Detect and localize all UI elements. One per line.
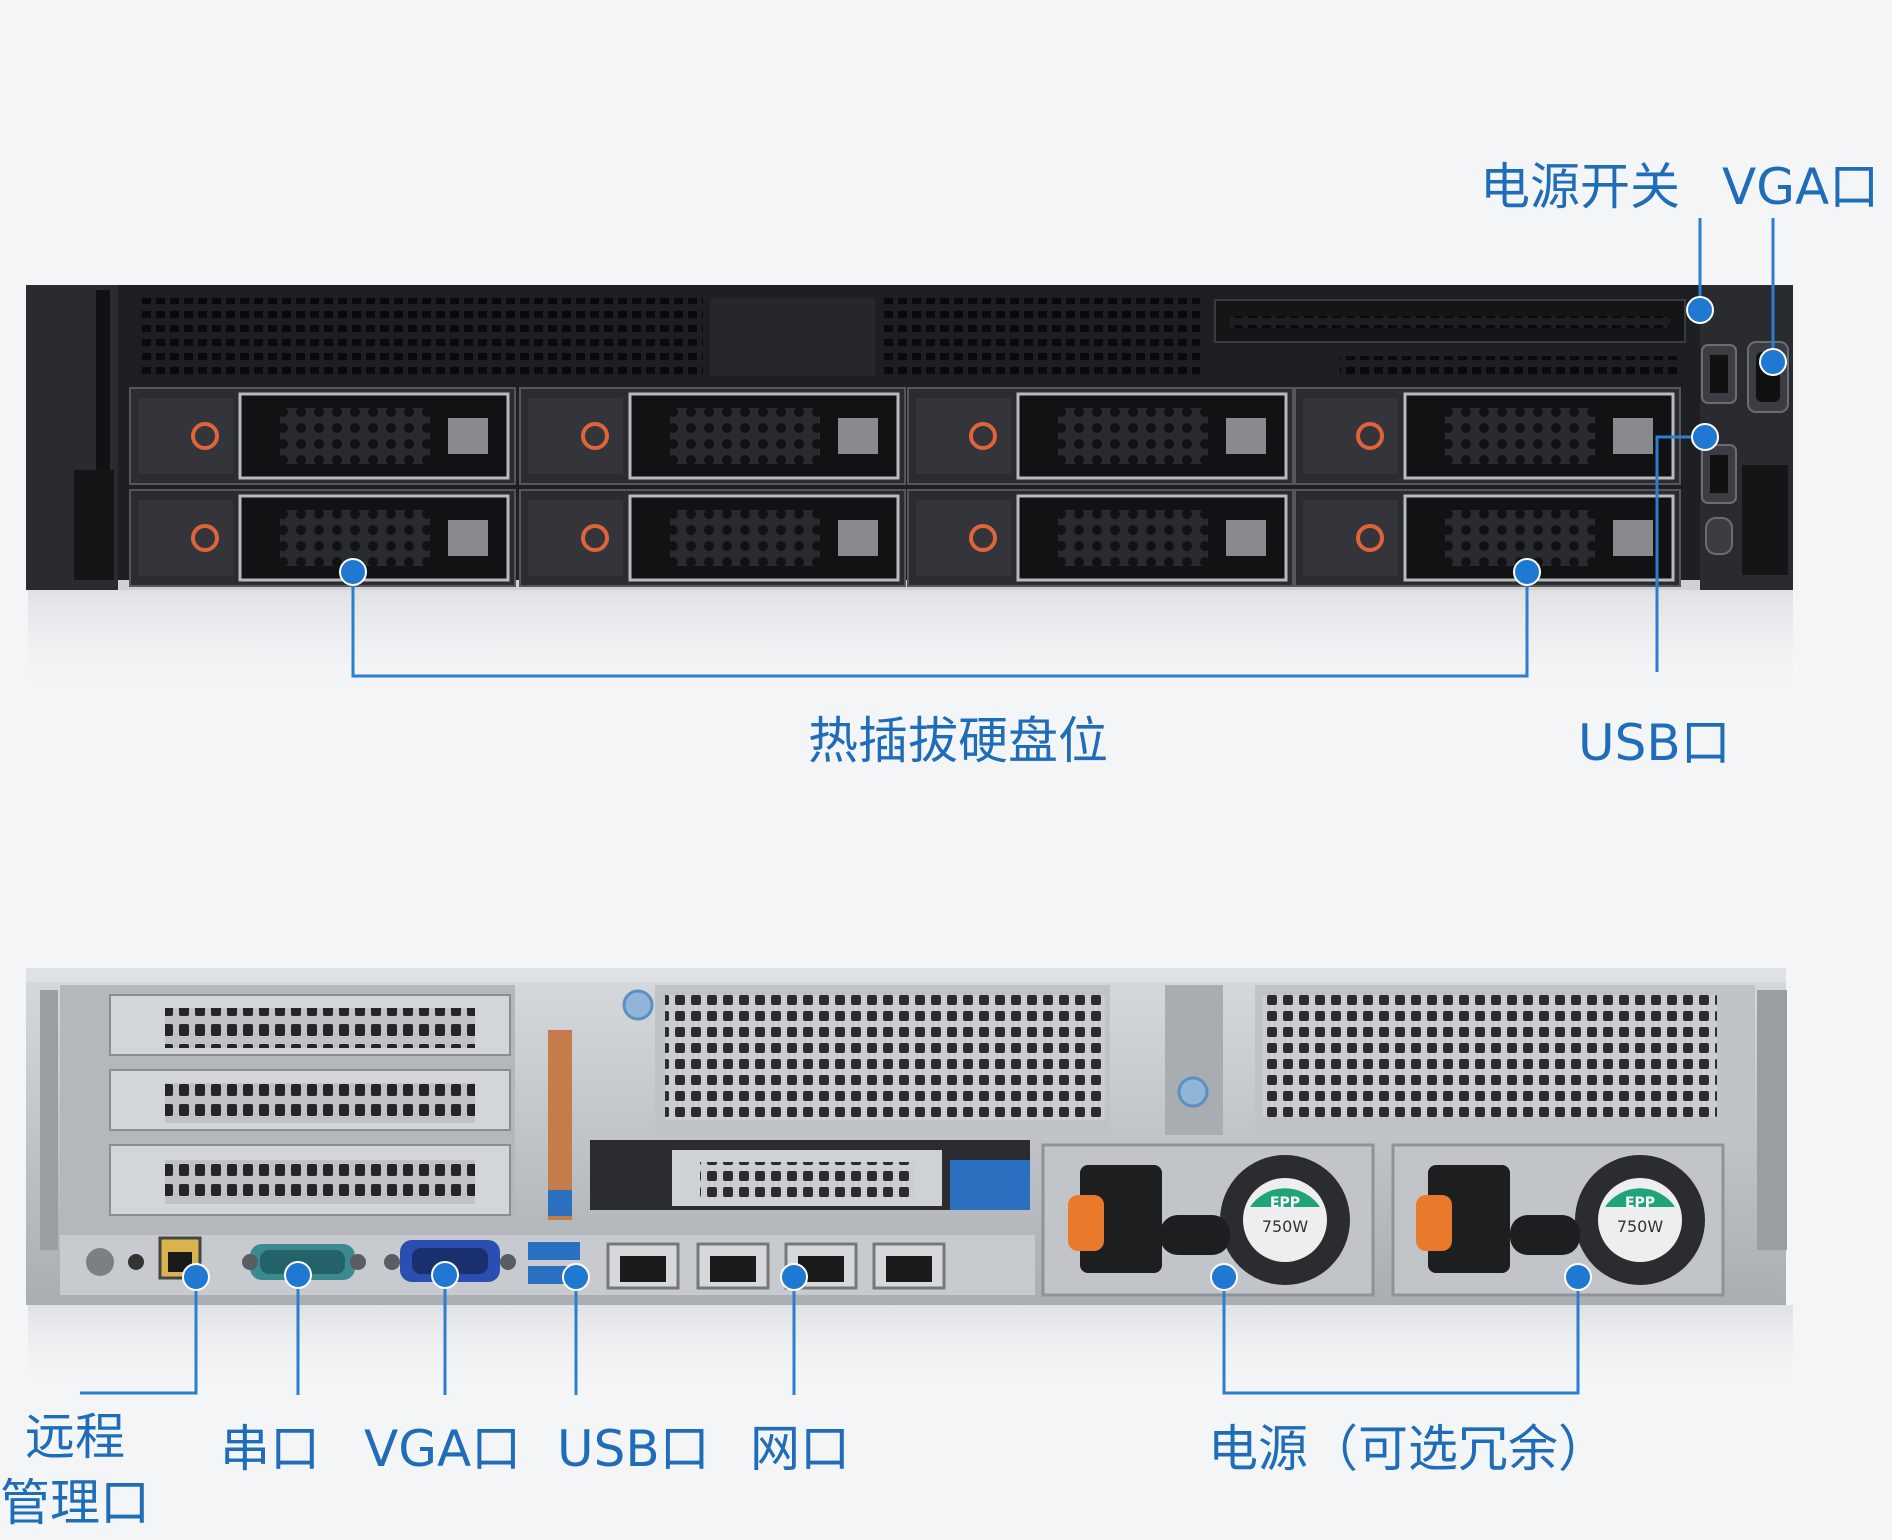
callout-hotswap: [351, 572, 1529, 678]
drive-bays: [129, 387, 1681, 587]
callout-remote-mgmt: [80, 1277, 198, 1395]
label-remote-mgmt-line2: 管理口: [0, 1474, 150, 1532]
label-network: 网口: [750, 1420, 850, 1478]
psu-badge-brand-1: EPP: [1270, 1195, 1300, 1211]
label-usb-front: USB口: [1578, 714, 1731, 772]
psu-badge-wattage-1: 750W: [1262, 1217, 1309, 1236]
label-serial: 串口: [220, 1420, 320, 1478]
label-usb-rear: USB口: [557, 1420, 710, 1478]
label-power-supply: 电源（可选冗余）: [1208, 1420, 1608, 1478]
callout-dots: [182, 296, 1787, 1291]
label-remote-mgmt-line1: 远程: [25, 1408, 125, 1466]
label-vga-front: VGA口: [1722, 158, 1880, 216]
rear-panel: [26, 968, 1793, 1395]
label-hotswap-bays: 热插拔硬盘位: [808, 712, 1108, 770]
callout-usb-front: [1655, 435, 1705, 672]
label-vga-rear: VGA口: [364, 1420, 522, 1478]
psu-badge-wattage-2: 750W: [1617, 1217, 1664, 1236]
psu-badge-brand-2: EPP: [1625, 1195, 1655, 1211]
callout-lines: [80, 218, 1775, 1395]
callout-psu: [1222, 1277, 1580, 1395]
label-power-switch: 电源开关: [1480, 158, 1680, 216]
label-remote-mgmt: 远程 管理口: [0, 1404, 150, 1536]
